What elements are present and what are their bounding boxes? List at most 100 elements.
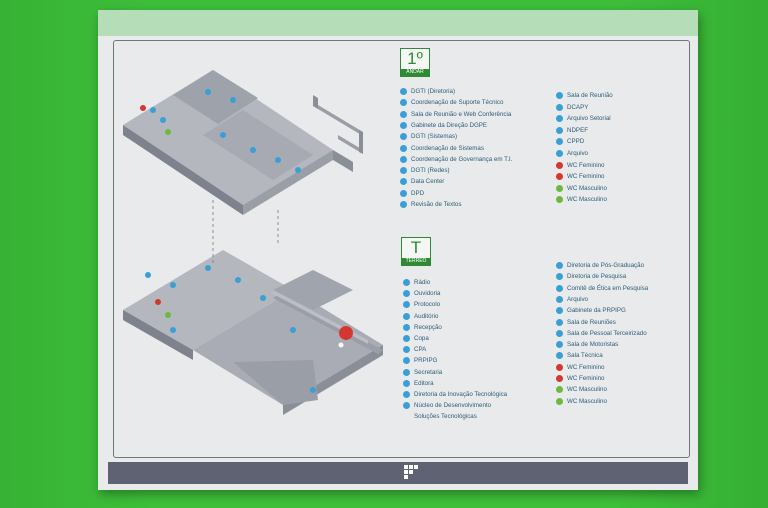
room-number-marker xyxy=(556,397,563,405)
room-number-marker xyxy=(556,284,563,292)
room-number-marker xyxy=(556,103,563,111)
room-number-marker xyxy=(556,184,563,192)
legend-item-label: Protocolo xyxy=(414,301,441,309)
legend-item-label: DPD xyxy=(411,189,425,197)
legend-item-label: Núcleo de Desenvolvimento xyxy=(414,402,492,410)
legend-item: DCAPY xyxy=(556,103,589,111)
room-number-marker xyxy=(403,312,410,320)
room-number-marker xyxy=(556,126,563,134)
legend-item-label: Comitê de Ética em Pesquisa xyxy=(567,284,649,292)
first-floor-badge: 1º ANDAR xyxy=(400,48,430,77)
legend-item: Sala de Reunião xyxy=(556,92,613,99)
legend-item-label: Sala de Motoristas xyxy=(567,341,619,349)
legend-item-label: Arquivo xyxy=(567,296,588,304)
first-floor-name: ANDAR xyxy=(401,69,429,76)
room-number-marker xyxy=(400,133,407,141)
room-number-marker xyxy=(556,295,563,303)
legend-item-label: Recepção xyxy=(414,323,442,331)
legend-item: CPA xyxy=(403,346,426,353)
legend-item: Revisão de Textos xyxy=(400,201,461,208)
legend-item-label: WC Feminino xyxy=(567,173,605,181)
legend-item: Arquivo xyxy=(556,150,588,157)
legend-item-label: WC Masculino xyxy=(567,386,607,394)
legend-item: Coordenação de Governança em T.I. xyxy=(400,155,513,163)
room-number-marker xyxy=(556,92,563,99)
legend-item: Arquivo Setorial xyxy=(556,115,611,122)
legend-item: Diretoria de Pesquisa xyxy=(556,273,626,280)
legend-item-label: Revisão de Textos xyxy=(411,201,462,209)
legend-item: Núcleo de Desenvolvimento xyxy=(403,402,491,409)
legend-item-label: Editora xyxy=(414,379,434,387)
legend-item: DGTI (Sistemas) xyxy=(400,133,457,140)
legend-item: DGTI (Redes) xyxy=(400,167,450,174)
legend-item-label: DCAPY xyxy=(567,103,589,111)
room-number-marker xyxy=(400,110,407,118)
legend-item: Diretoria de Pós-Graduação xyxy=(556,262,644,269)
legend-item: Protocolo xyxy=(403,301,441,309)
legend-item: WC Masculino xyxy=(556,184,607,192)
legend-item: WC Feminino xyxy=(556,161,605,169)
room-number-marker xyxy=(556,307,563,315)
legend-item: WC Feminino xyxy=(556,173,604,180)
legend-item: Sala de Pessoal Terceirizado xyxy=(556,329,647,337)
first-floor-plan xyxy=(123,70,363,215)
legend-item: Sala de Motoristas xyxy=(556,341,618,348)
legend-item-label: WC Feminino xyxy=(567,375,605,383)
legend-item: Coordenação de Suporte Técnico xyxy=(400,99,503,106)
room-number-marker xyxy=(400,121,407,129)
room-number-marker xyxy=(403,323,410,331)
legend-item: Coordenação de Sistemas xyxy=(400,144,484,152)
room-number-marker xyxy=(403,391,410,398)
first-floor-number: 1º xyxy=(407,49,423,68)
room-number-marker xyxy=(556,352,563,360)
room-number-marker xyxy=(400,144,407,152)
legend-item: Sala de Reuniões xyxy=(556,318,616,326)
room-number-marker xyxy=(400,167,407,175)
room-number-marker xyxy=(556,375,563,382)
legend-item: Secretaria xyxy=(403,368,443,376)
legend-item-label: Arquivo Setorial xyxy=(567,115,611,123)
room-number-marker xyxy=(556,150,563,157)
room-number-marker xyxy=(556,115,563,123)
room-number-marker xyxy=(556,318,563,326)
legend-item: Comitê de Ética em Pesquisa xyxy=(556,284,649,292)
legend-item-label: Secretaria xyxy=(414,368,443,376)
room-number-marker xyxy=(403,346,410,354)
room-number-marker xyxy=(556,138,563,146)
room-number-marker xyxy=(556,262,563,269)
legend-item: Editora xyxy=(403,379,434,387)
room-number-marker xyxy=(400,155,407,163)
institute-logo-icon xyxy=(404,465,418,479)
legend-item: PRPIPG xyxy=(403,357,438,365)
room-number-marker xyxy=(403,335,410,342)
legend-item-label: Sala de Reunião xyxy=(567,92,613,100)
legend-item: Soluções Tecnológicas xyxy=(403,413,477,421)
sign-frame xyxy=(113,40,690,458)
legend-item-label: DGTI (Sistemas) xyxy=(411,133,458,141)
legend-item-label: Ouvidoria xyxy=(414,290,441,298)
legend-item-label: Diretoria de Pós-Graduação xyxy=(567,262,645,270)
legend-item-label: WC Masculino xyxy=(567,196,607,204)
legend-item-label: PRPIPG xyxy=(414,357,438,365)
legend-item: Arquivo xyxy=(556,295,588,304)
room-number-marker xyxy=(403,368,410,376)
legend-item: Diretoria da Inovação Tecnológica xyxy=(403,391,507,398)
ground-floor-plan xyxy=(123,250,383,415)
legend-item: WC Masculino xyxy=(556,386,607,393)
legend-item-label: DGTI (Redes) xyxy=(411,167,450,175)
legend-item: DGTI (Diretoria) xyxy=(400,88,455,95)
room-number-marker xyxy=(400,178,407,186)
room-number-marker xyxy=(403,402,410,410)
legend-item-label: Coordenação de Governança em T.I. xyxy=(411,155,513,163)
legend-item: Gabinete da Direção DGPE xyxy=(400,121,487,129)
floor-plans xyxy=(123,70,383,415)
legend-item-label: Diretoria da Inovação Tecnológica xyxy=(414,391,508,399)
legend-item-label: Sala de Reuniões xyxy=(567,318,616,326)
legend-item: Sala de Reunião e Web Conferência xyxy=(400,110,511,118)
legend-item-label: Arquivo xyxy=(567,150,588,158)
map-pin-icon xyxy=(338,326,354,358)
room-number-marker xyxy=(556,329,563,337)
legend-item-label: Coordenação de Suporte Técnico xyxy=(411,99,504,107)
legend-item: Data Center xyxy=(400,178,444,186)
legend-item-label: WC Feminino xyxy=(567,161,605,169)
